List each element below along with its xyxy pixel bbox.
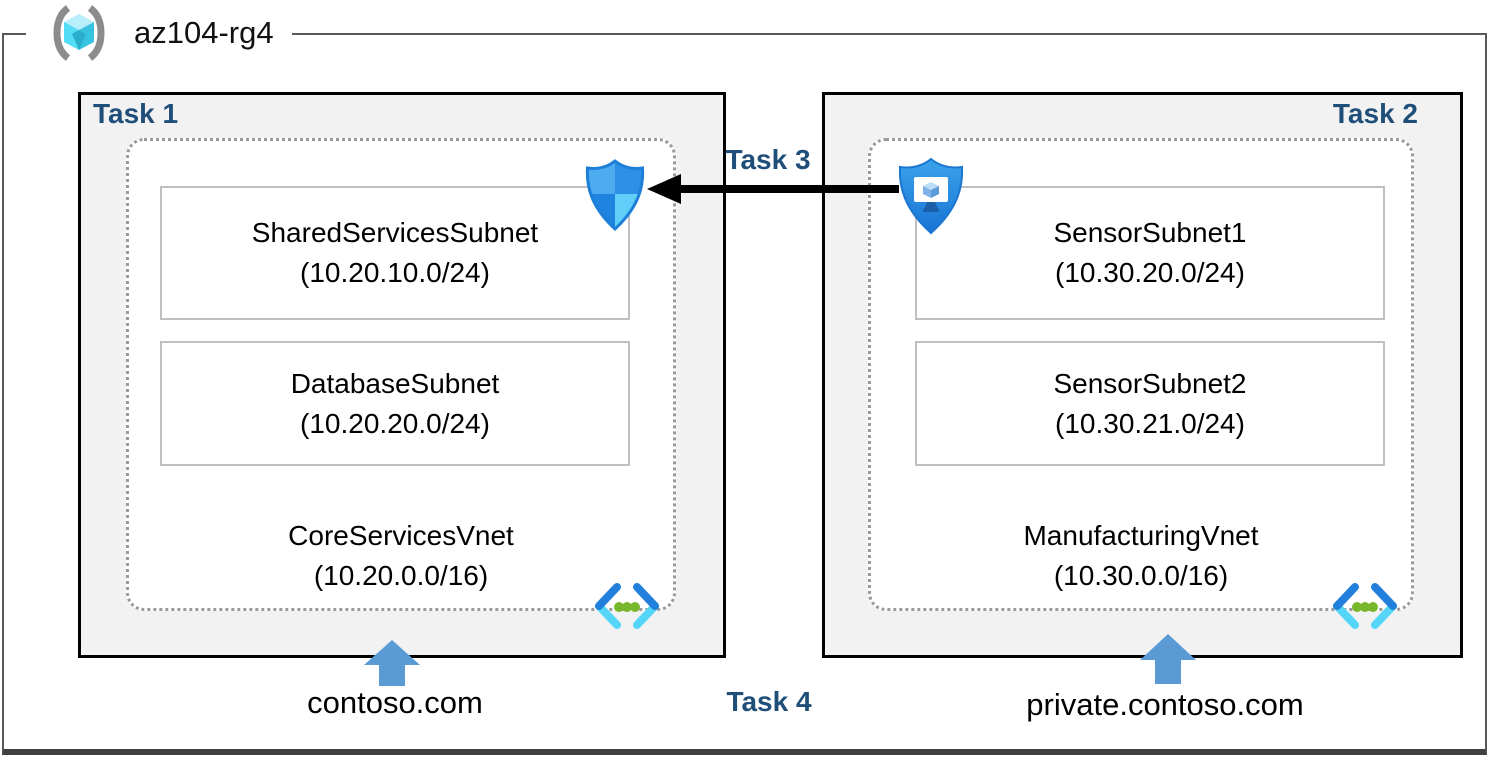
subnet-cidr: (10.30.21.0/24) (1055, 407, 1245, 439)
task3-label: Task 3 (725, 144, 811, 175)
subnet-name: SensorSubnet2 (1053, 367, 1247, 399)
task4-label: Task 4 (726, 686, 812, 717)
sensor-subnet2-box: SensorSubnet2 (10.30.21.0/24) (915, 341, 1385, 466)
private-contoso-dns-label: private.contoso.com (1026, 687, 1304, 722)
subnet-cidr: (10.20.20.0/24) (300, 407, 490, 439)
sensor-subnet1-box: SensorSubnet1 (10.30.20.0/24) (915, 186, 1385, 320)
shared-services-subnet-box: SharedServicesSubnet (10.20.10.0/24) (160, 186, 630, 320)
subnet-cidr: (10.30.20.0/24) (1055, 257, 1245, 288)
application-security-group-icon (898, 157, 964, 235)
resource-group-name: az104-rg4 (134, 15, 274, 50)
resource-group-icon (53, 5, 105, 61)
subnet-name: DatabaseSubnet (290, 367, 500, 399)
manufacturing-vnet-label: ManufacturingVnet (10.30.0.0/16) (869, 516, 1413, 596)
vnet-cidr: (10.20.0.0/16) (313, 560, 489, 591)
core-services-vnet-label: CoreServicesVnet (10.20.0.0/16) (127, 516, 675, 596)
resource-group-frame (2, 33, 1487, 755)
up-arrow-icon (364, 640, 420, 686)
virtual-network-icon (595, 583, 659, 629)
vnet-name: ManufacturingVnet (1023, 520, 1259, 551)
subnet-name: SensorSubnet1 (1053, 217, 1247, 248)
virtual-network-icon (1333, 583, 1397, 629)
network-security-group-icon (585, 159, 645, 232)
task2-label: Task 2 (1332, 98, 1418, 129)
vnet-name: CoreServicesVnet (288, 520, 514, 551)
up-arrow-icon (1140, 634, 1196, 684)
database-subnet-box: DatabaseSubnet (10.20.20.0/24) (160, 341, 630, 466)
peering-left-arrow-icon (647, 174, 899, 204)
contoso-dns-label: contoso.com (307, 685, 483, 720)
task1-label: Task 1 (93, 98, 179, 129)
subnet-cidr: (10.20.10.0/24) (300, 257, 490, 288)
vnet-cidr: (10.30.0.0/16) (1053, 560, 1229, 591)
subnet-name: SharedServicesSubnet (251, 217, 539, 248)
resource-group-header: az104-rg4 (26, 2, 292, 64)
